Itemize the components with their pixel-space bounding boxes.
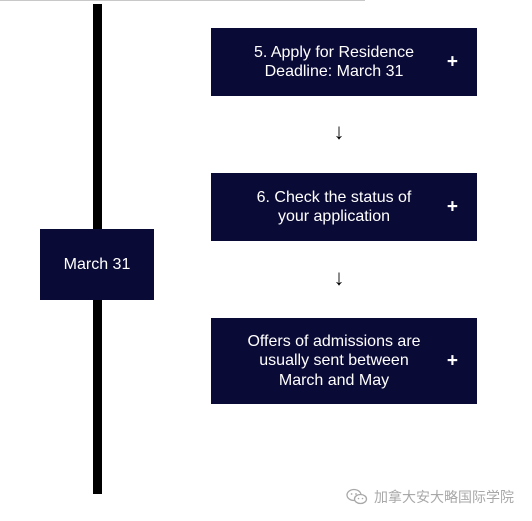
step-line: 5. Apply for Residence xyxy=(253,43,415,61)
step-card-check-status[interactable]: 6. Check the status of your application … xyxy=(211,173,477,241)
step-line: your application xyxy=(277,208,391,225)
watermark-text: 加拿大安大略国际学院 xyxy=(374,489,514,505)
step-line: 6. Check the status of xyxy=(256,188,412,206)
step-card-offers[interactable]: Offers of admissions are usually sent be… xyxy=(211,318,477,404)
step-text: 5. Apply for Residence Deadline: March 3… xyxy=(229,43,439,82)
step-card-apply-residence[interactable]: 5. Apply for Residence Deadline: March 3… xyxy=(211,28,477,96)
step-line: Deadline: March 31 xyxy=(264,63,404,80)
step-line: March and May xyxy=(278,371,390,389)
step-text: 6. Check the status of your application xyxy=(229,188,439,227)
watermark: 加拿大安大略国际学院 xyxy=(346,487,514,507)
arrow-down-icon: ↓ xyxy=(333,265,345,290)
step-line: usually sent between xyxy=(259,352,409,370)
plus-icon[interactable]: + xyxy=(446,350,458,372)
plus-icon[interactable]: + xyxy=(446,51,458,73)
timeline-date-label: March 31 xyxy=(63,255,131,273)
plus-icon[interactable]: + xyxy=(446,196,458,218)
step-text: Offers of admissions are usually sent be… xyxy=(229,332,439,391)
timeline-date-marker: March 31 xyxy=(40,229,154,300)
top-divider xyxy=(0,0,365,1)
step-line: Offers of admissions are xyxy=(247,332,421,350)
wechat-icon xyxy=(346,488,368,506)
arrow-down-icon: ↓ xyxy=(333,119,345,144)
